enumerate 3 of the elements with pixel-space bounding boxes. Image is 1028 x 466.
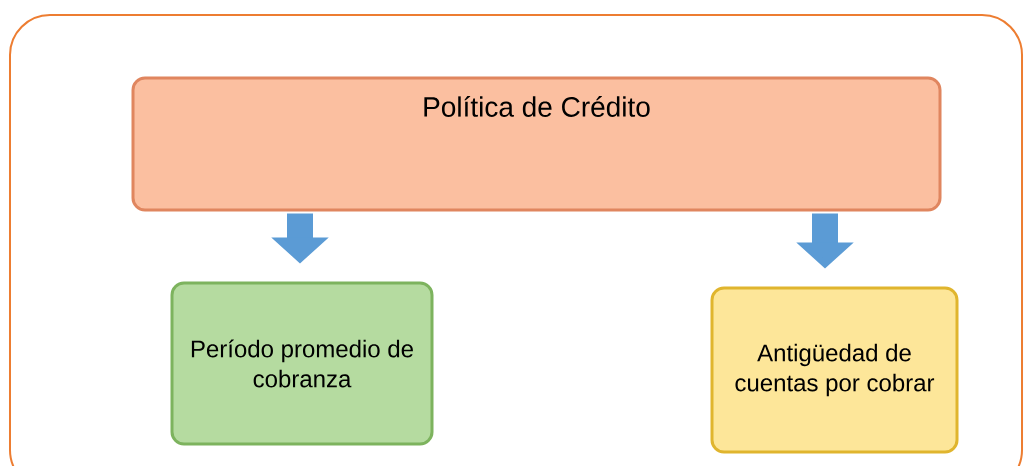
process-box: Política de Crédito — [131, 76, 942, 212]
process-box: Antigüedad de cuentas por cobrar — [710, 286, 959, 454]
process-box: Período promedio de cobranza — [170, 281, 434, 446]
